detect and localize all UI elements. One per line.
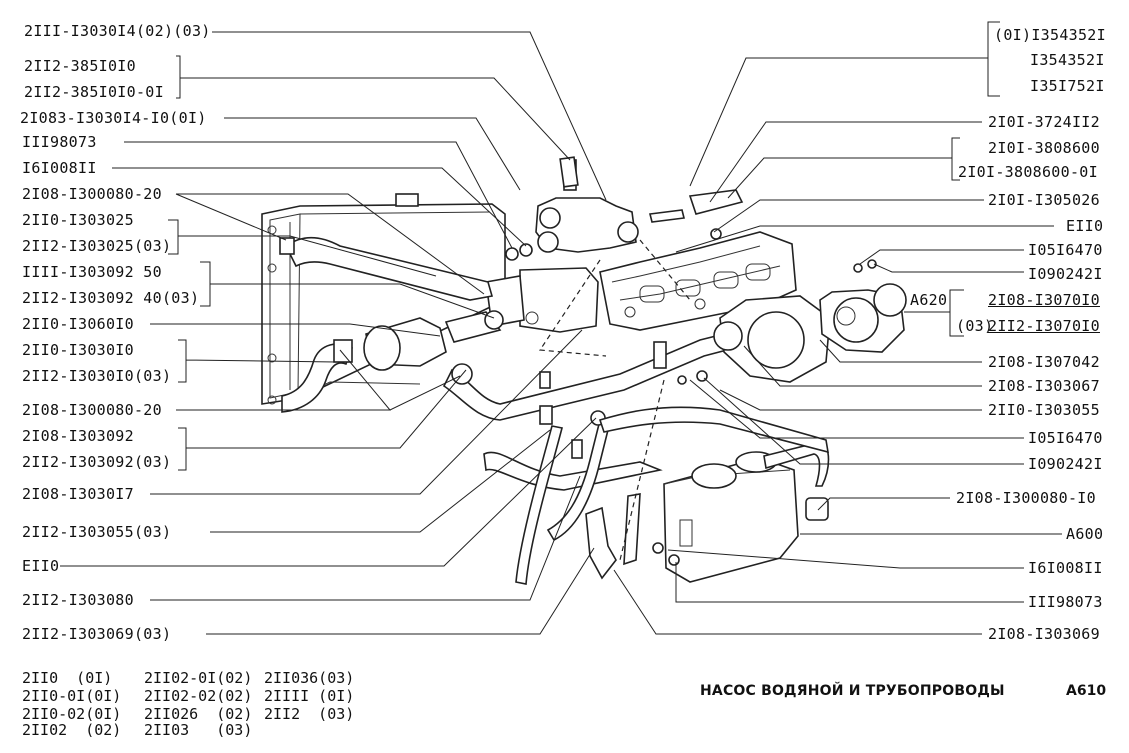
model-11: 2II2 (03) xyxy=(264,705,355,723)
label-right-2: I354352I xyxy=(1030,51,1105,69)
water-pump xyxy=(713,283,907,383)
label-left-12: 2II0-I3060I0 xyxy=(22,315,134,333)
heater-return-hose xyxy=(598,406,829,454)
page-title: НАСОС ВОДЯНОЙ И ТРУБОПРОВОДЫ xyxy=(700,683,1005,699)
sensor-3724112 xyxy=(688,189,744,215)
temperature-sensor xyxy=(559,156,579,188)
model-4: 2II02 (02) xyxy=(22,721,122,739)
pump-inlet-pipe xyxy=(442,329,743,421)
label-right-4: 2I0I-3724II2 xyxy=(988,113,1100,131)
label-right-12: 2I08-I3070I0 xyxy=(988,291,1100,309)
label-left-19: 2II2-I303055(03) xyxy=(22,523,172,541)
nut-tank xyxy=(652,542,664,554)
nut-1 xyxy=(505,247,519,261)
label-left-14: 2II2-I3030I0(03) xyxy=(22,367,172,385)
label-right-6: 2I0I-3808600-0I xyxy=(958,163,1098,181)
model-1: 2II0 (0I) xyxy=(22,669,113,687)
label-left-7: 2I08-I300080-20 xyxy=(22,185,162,203)
label-right-3: I35I752I xyxy=(1030,77,1105,95)
hose-clamp-upper xyxy=(279,237,295,255)
bolt-pump xyxy=(853,263,863,273)
label-right-14: 2II2-I3070I0 xyxy=(988,317,1100,335)
label-left-6: I6I008II xyxy=(22,159,97,177)
pipe-bracket xyxy=(653,341,667,369)
label-right-15: 2I08-I307042 xyxy=(988,353,1100,371)
label-left-17: 2II2-I303092(03) xyxy=(22,453,172,471)
label-right-22: I6I008II xyxy=(1028,559,1103,577)
label-right-23: III98073 xyxy=(1028,593,1103,611)
hose-clamp-lower xyxy=(333,339,353,363)
label-left-15: 2I08-I300080-20 xyxy=(22,401,162,419)
model-8: 2II03 (03) xyxy=(144,721,253,739)
label-left-22: 2II2-I303069(03) xyxy=(22,625,172,643)
bracket-303069 xyxy=(585,506,617,580)
label-left-11: 2II2-I303092 40(03) xyxy=(22,289,200,307)
label-left-10: IIII-I303092 50 xyxy=(22,263,162,281)
leader-lines-right xyxy=(613,21,1062,635)
label-right-8: EII0 xyxy=(1066,217,1104,235)
model-2: 2II0-0I(0I) xyxy=(22,687,122,705)
label-left-5: III98073 xyxy=(22,133,97,151)
label-right-1: (0I)I354352I xyxy=(994,26,1106,44)
label-left-1: 2III-I3030I4(02)(03) xyxy=(24,22,211,40)
model-10: 2IIII (0I) xyxy=(264,687,355,705)
label-right-21: A600 xyxy=(1066,525,1104,543)
vertical-hose xyxy=(515,425,563,585)
label-left-9: 2II2-I303025(03) xyxy=(22,237,172,255)
label-left-20: EII0 xyxy=(22,557,60,575)
sensor-3808600 xyxy=(710,228,722,240)
label-right-5: 2I0I-3808600 xyxy=(988,139,1100,157)
washer-tank xyxy=(668,554,680,566)
thermostat xyxy=(363,310,504,371)
label-right-10: I090242I xyxy=(1028,265,1103,283)
label-right-19: I090242I xyxy=(1028,455,1103,473)
label-right-17: 2II0-I303055 xyxy=(988,401,1100,419)
label-right-24: 2I08-I303069 xyxy=(988,625,1100,643)
label-left-13: 2II0-I3030I0 xyxy=(22,341,134,359)
washer-1 xyxy=(519,243,533,257)
label-right-20: 2I08-I300080-I0 xyxy=(956,489,1096,507)
label-left-18: 2I08-I3030I7 xyxy=(22,485,134,503)
label-right-7: 2I0I-I305026 xyxy=(988,191,1100,209)
label-right-13: (03) xyxy=(956,317,994,335)
label-right-18: I05I6470 xyxy=(1028,429,1103,447)
model-5: 2II02-0I(02) xyxy=(144,669,253,687)
label-left-4: 2I083-I3030I4-I0(0I) xyxy=(20,109,207,127)
upper-radiator-hose xyxy=(284,236,494,301)
label-left-2: 2II2-385I0I0 xyxy=(24,57,136,75)
model-6: 2II02-02(02) xyxy=(144,687,253,705)
model-9: 2II036(03) xyxy=(264,669,355,687)
stud-1305026 xyxy=(649,209,685,223)
label-left-16: 2I08-I303092 xyxy=(22,427,134,445)
model-3: 2II0-02(0I) xyxy=(22,705,122,723)
page-code: A610 xyxy=(1066,683,1107,699)
leader-lines-left xyxy=(60,31,607,635)
bracket-303080 xyxy=(623,493,641,566)
label-right-16: 2I08-I303067 xyxy=(988,377,1100,395)
label-left-3: 2II2-385I0I0-0I xyxy=(24,83,164,101)
label-left-21: 2II2-I303080 xyxy=(22,591,134,609)
washer-pump xyxy=(867,259,877,269)
label-right-9: I05I6470 xyxy=(1028,241,1103,259)
model-7: 2II026 (02) xyxy=(144,705,253,723)
label-left-8: 2II0-I303025 xyxy=(22,211,134,229)
label-right-11: A620 xyxy=(910,291,948,309)
